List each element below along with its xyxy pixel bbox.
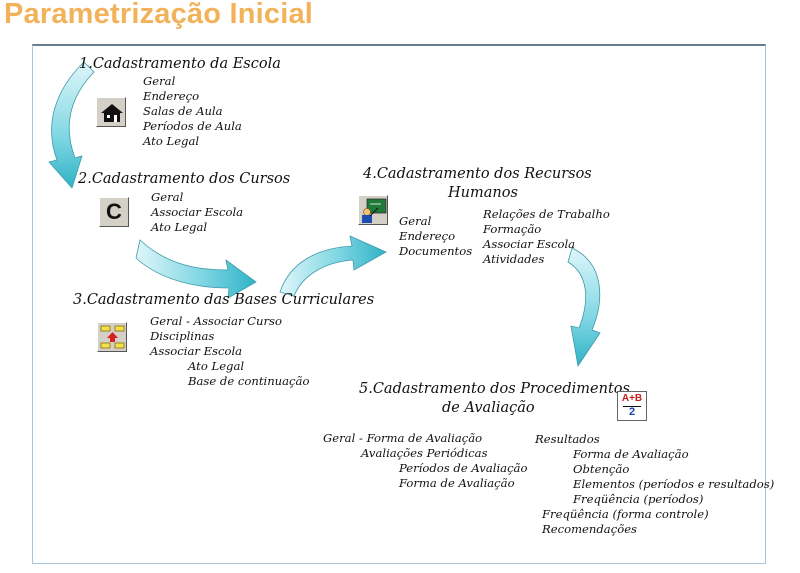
step-4-item: Formação <box>483 222 542 236</box>
step-4-item: Endereço <box>399 229 456 243</box>
step-5-item: Forma de Avaliação <box>573 447 689 461</box>
house-icon <box>96 97 126 127</box>
step-5-heading-line2: de Avaliação <box>442 400 535 416</box>
step-3-heading: 3.Cadastramento das Bases Curriculares <box>73 292 375 308</box>
step-5-item: Geral - Forma de Avaliação <box>323 431 483 445</box>
step-5-item: Freqüência (períodos) <box>573 492 704 506</box>
curriculum-tree-icon <box>97 322 127 352</box>
step-5-item: Avaliações Periódicas <box>361 446 488 460</box>
step-2-item: Associar Escola <box>151 205 244 219</box>
step-5-item: Elementos (períodos e resultados) <box>573 477 775 491</box>
slide-title: Parametrização Inicial <box>4 0 314 30</box>
arrow-2-to-3 <box>135 239 257 299</box>
step-5-item: Recomendações <box>542 522 638 536</box>
step-1-list: Geral Endereço Salas de Aula Períodos de… <box>143 74 242 149</box>
step-3-item: Associar Escola <box>150 344 243 358</box>
course-icon-letter: C <box>106 199 122 224</box>
step-1-heading: 1.Cadastramento da Escola <box>79 56 281 72</box>
step-5-item: Resultados <box>535 432 600 446</box>
diagram-panel <box>32 44 766 564</box>
grade-sheet-icon: A+B 2 <box>617 391 647 421</box>
step-4-item: Associar Escola <box>483 237 576 251</box>
step-1-item: Ato Legal <box>143 134 200 148</box>
step-5-item: Freqüência (forma controle) <box>542 507 709 521</box>
step-3-item: Ato Legal <box>188 359 245 373</box>
course-c-icon: C <box>99 197 129 227</box>
step-2-list: Geral Associar Escola Ato Legal <box>151 190 243 235</box>
step-4-heading-line2: Humanos <box>448 185 518 201</box>
step-5-item: Forma de Avaliação <box>399 476 515 490</box>
step-3-item: Base de continuação <box>188 374 310 388</box>
step-4-left-list: Geral Endereço Documentos <box>399 214 472 259</box>
step-1-item: Salas de Aula <box>143 104 223 118</box>
step-5-item: Períodos de Avaliação <box>399 461 528 475</box>
step-4-right-list: Relações de Trabalho Formação Associar E… <box>483 207 610 267</box>
step-4-heading-line1: 4.Cadastramento dos Recursos <box>363 166 592 182</box>
arrow-1-to-2 <box>48 61 95 189</box>
grade-icon-top: A+B <box>621 393 643 404</box>
step-5-heading-line1: 5.Cadastramento dos Procedimentos <box>359 381 630 397</box>
step-2-heading: 2.Cadastramento dos Cursos <box>78 171 291 187</box>
arrow-3-to-4 <box>279 235 387 297</box>
step-4-item: Geral <box>399 214 432 228</box>
grade-icon-bottom: 2 <box>628 406 636 418</box>
step-4-item: Documentos <box>399 244 473 258</box>
step-3-item: Disciplinas <box>150 329 215 343</box>
step-4-item: Relações de Trabalho <box>483 207 610 221</box>
step-2-item: Geral <box>151 190 184 204</box>
step-1-item: Períodos de Aula <box>143 119 242 133</box>
teacher-board-icon <box>358 195 388 225</box>
step-5-item: Obtenção <box>573 462 630 476</box>
step-3-item: Geral - Associar Curso <box>150 314 282 328</box>
step-1-item: Endereço <box>143 89 200 103</box>
grade-icon-fraction-bar <box>623 406 641 407</box>
arrow-4-to-5 <box>567 247 601 368</box>
step-4-item: Atividades <box>483 252 545 266</box>
step-2-item: Ato Legal <box>151 220 208 234</box>
step-1-item: Geral <box>143 74 176 88</box>
